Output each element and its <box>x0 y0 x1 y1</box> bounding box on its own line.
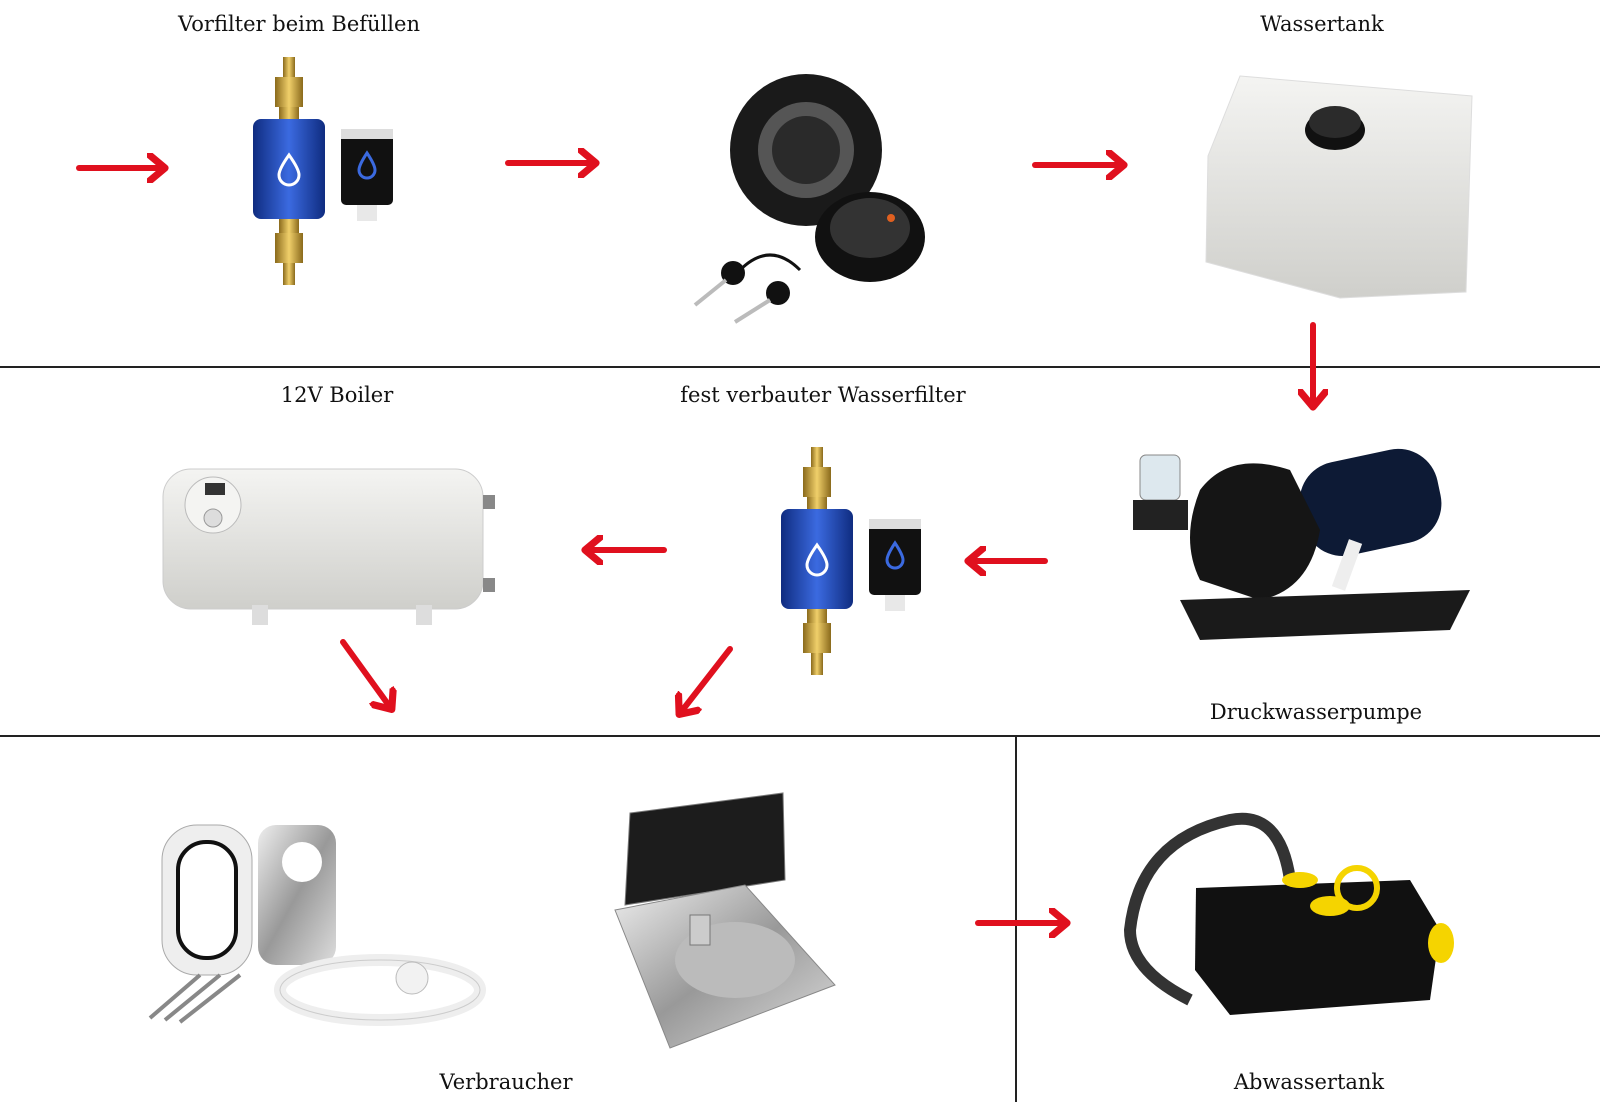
boiler-image <box>162 468 495 625</box>
arrow-down-left-icon <box>681 646 733 712</box>
label-prefilter: Vorfilter beim Befüllen <box>178 12 420 36</box>
label-boiler: 12V Boiler <box>280 383 394 407</box>
label-consumers: Verbraucher <box>439 1070 573 1094</box>
filler-cap-image <box>693 74 925 324</box>
prefilter-image <box>251 55 395 287</box>
pump-image <box>1133 448 1470 640</box>
fixed-filter-image <box>779 445 923 677</box>
label-fresh-tank: Wassertank <box>1260 12 1384 36</box>
shower-kit-image <box>148 824 486 1026</box>
label-pump: Druckwasserpumpe <box>1209 700 1423 724</box>
divider-middle <box>0 735 1600 737</box>
label-waste-tank: Abwassertank <box>1233 1070 1385 1094</box>
sink-image <box>614 792 836 1049</box>
arrow-down-right-icon <box>340 639 390 707</box>
waste-tank-image <box>1123 812 1454 1015</box>
divider-vertical <box>1015 736 1017 1102</box>
divider-top <box>0 366 1600 368</box>
fresh-tank-image <box>1205 75 1473 299</box>
label-fixed-filter: fest verbauter Wasserfilter <box>680 383 966 407</box>
